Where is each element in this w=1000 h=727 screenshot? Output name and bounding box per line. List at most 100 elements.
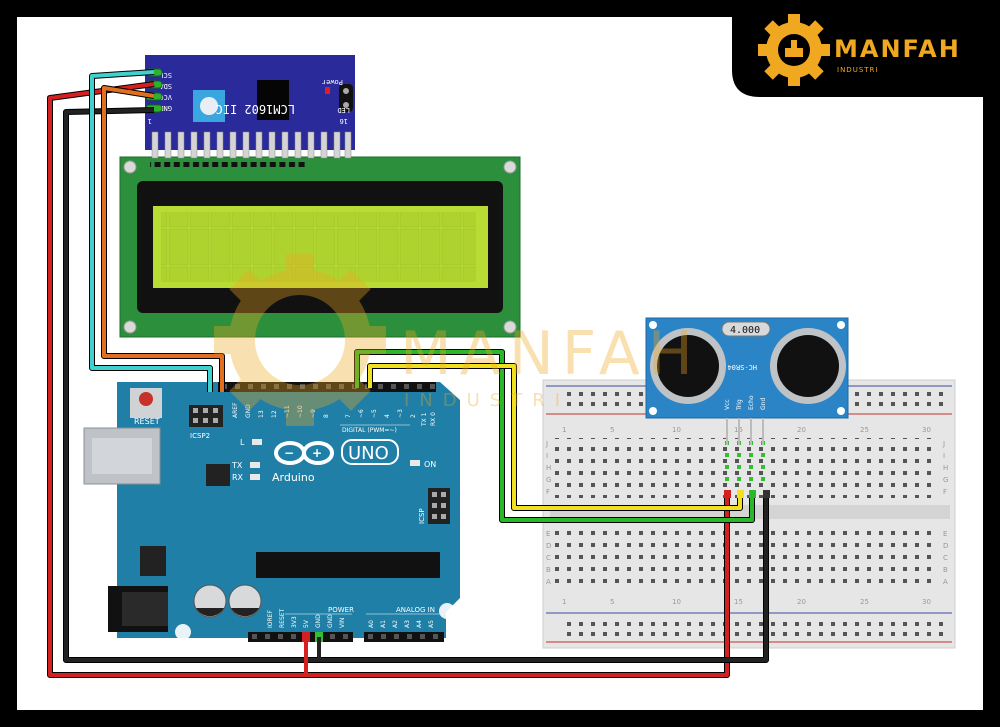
- row-letter: G: [546, 476, 551, 484]
- row-letter: B: [546, 566, 551, 574]
- digital-pin-label: ~11: [284, 405, 291, 418]
- column-number: 15: [734, 598, 743, 606]
- power-pin-label: GND: [327, 614, 334, 628]
- digital-pin-label: ~9: [310, 409, 317, 418]
- row-letter: C: [943, 554, 948, 562]
- watermark: MANFAH INDUSTRI: [214, 254, 701, 426]
- row-letter: F: [546, 488, 550, 496]
- digital-pin-label: 4: [384, 414, 391, 418]
- power-pin-label: VIN: [339, 618, 346, 628]
- power-pin-label: 3V3: [291, 616, 298, 628]
- watermark-gear-icon: [214, 254, 386, 426]
- pin-label: SDA: [159, 82, 172, 90]
- i2c-title: LCM1602 IIC: [216, 102, 295, 116]
- row-letter: I: [943, 452, 945, 460]
- gnd-label: GND: [245, 404, 252, 418]
- power-led: [325, 87, 330, 94]
- pin-label: SCL: [159, 71, 172, 79]
- row-letter: A: [546, 578, 551, 586]
- ic-chip: [257, 80, 289, 120]
- power-pin-label: 5V: [303, 619, 310, 628]
- gear-icon: [758, 14, 830, 86]
- wires: [47, 69, 769, 678]
- row-letter: F: [943, 488, 947, 496]
- digital-pin-label: ~3: [397, 409, 404, 418]
- power-pin-label: IOREF: [267, 610, 274, 628]
- l-led-label: L: [240, 438, 245, 447]
- column-number: 1: [562, 598, 566, 606]
- column-number: 20: [797, 426, 806, 434]
- row-letter: H: [546, 464, 551, 472]
- arduino-infinity-icon: [274, 441, 334, 465]
- i2c-module: LCM1602 IIC Power LED 16 1 SCL SDA VCC G…: [145, 55, 355, 159]
- crystal-label: 4.000: [730, 325, 760, 336]
- row-letter: A: [943, 578, 948, 586]
- capacitor: [193, 584, 262, 618]
- reset-label: RESET: [134, 417, 160, 426]
- column-number: 10: [672, 426, 681, 434]
- row-letter: D: [943, 542, 948, 550]
- led-label: LED: [337, 106, 350, 114]
- digital-pin-label: 2: [410, 414, 417, 418]
- on-led-label: ON: [424, 460, 436, 469]
- row-letter: J: [942, 440, 945, 448]
- digital-pin-label: ~10: [297, 405, 304, 418]
- analog-pin-label: A2: [392, 620, 399, 628]
- analog-header: [364, 632, 444, 642]
- pin-16-label: 16: [340, 117, 348, 125]
- sensor-pin-label: Gnd: [760, 398, 767, 410]
- column-number: 5: [610, 426, 614, 434]
- row-letter: J: [545, 440, 548, 448]
- column-number: 1: [562, 426, 566, 434]
- digital-pin-label: TX 1: [421, 412, 428, 427]
- on-led: [410, 460, 420, 466]
- sensor-pin-label: Echo: [748, 395, 755, 410]
- row-letter: C: [546, 554, 551, 562]
- column-number: 25: [860, 426, 869, 434]
- sensor-model: HC-SR04: [727, 363, 757, 371]
- power-header: [248, 632, 353, 642]
- row-letter: D: [546, 542, 551, 550]
- pin-label: GND: [159, 104, 172, 112]
- l-led: [252, 439, 262, 445]
- sda-wire: [102, 86, 224, 392]
- pin-label: VCC: [159, 93, 172, 101]
- rx-led-label: RX: [232, 473, 244, 482]
- lcd-display: [119, 156, 521, 338]
- svg-text:+: +: [312, 446, 322, 460]
- power-label: Power: [322, 78, 343, 86]
- digital-pin-label: ~6: [358, 409, 365, 418]
- aref-label: AREF: [232, 402, 239, 418]
- tx-led: [250, 462, 260, 468]
- row-letter: E: [943, 530, 947, 538]
- power-pin-label: RESET: [279, 608, 286, 628]
- digital-pin-label: 8: [323, 414, 330, 418]
- watermark-name: MANFAH: [400, 319, 701, 389]
- analog-pin-label: A0: [368, 620, 375, 628]
- analog-title: ANALOG IN: [396, 606, 435, 614]
- watermark-tagline: INDUSTRI: [404, 390, 570, 411]
- svg-text:−: −: [284, 446, 294, 460]
- row-letter: E: [546, 530, 550, 538]
- row-letter: B: [943, 566, 948, 574]
- tx-led-label: TX: [231, 461, 243, 470]
- brand-logo: MANFAH INDUSTRI: [732, 14, 983, 97]
- icsp2-label: ICSP2: [190, 432, 210, 440]
- digital-pin-label: 7: [345, 414, 352, 418]
- column-number: 20: [797, 598, 806, 606]
- breadboard: 1 5 10 15 20 25 30 1 5 10 15 20 25 30 J …: [542, 379, 956, 649]
- digital-pin-label: 12: [271, 410, 278, 418]
- atmega-chip: [256, 552, 440, 578]
- regulator: [140, 546, 166, 576]
- column-number: 10: [672, 598, 681, 606]
- arduino-uno: RESET ICSP2 AREF GND 13 12 ~11 ~10 ~9 8: [83, 382, 460, 642]
- digital-label: DIGITAL (PWM=~): [342, 427, 397, 434]
- digital-pin-label: RX 0: [430, 412, 437, 426]
- usb-chip: [206, 464, 230, 486]
- power-pin-label: GND: [315, 614, 322, 628]
- row-letter: G: [943, 476, 948, 484]
- ultrasonic-sensor: 4.000 HC-SR04 Vcc Trig Echo Gnd: [645, 317, 849, 445]
- arduino-brand-label: Arduino: [272, 471, 315, 484]
